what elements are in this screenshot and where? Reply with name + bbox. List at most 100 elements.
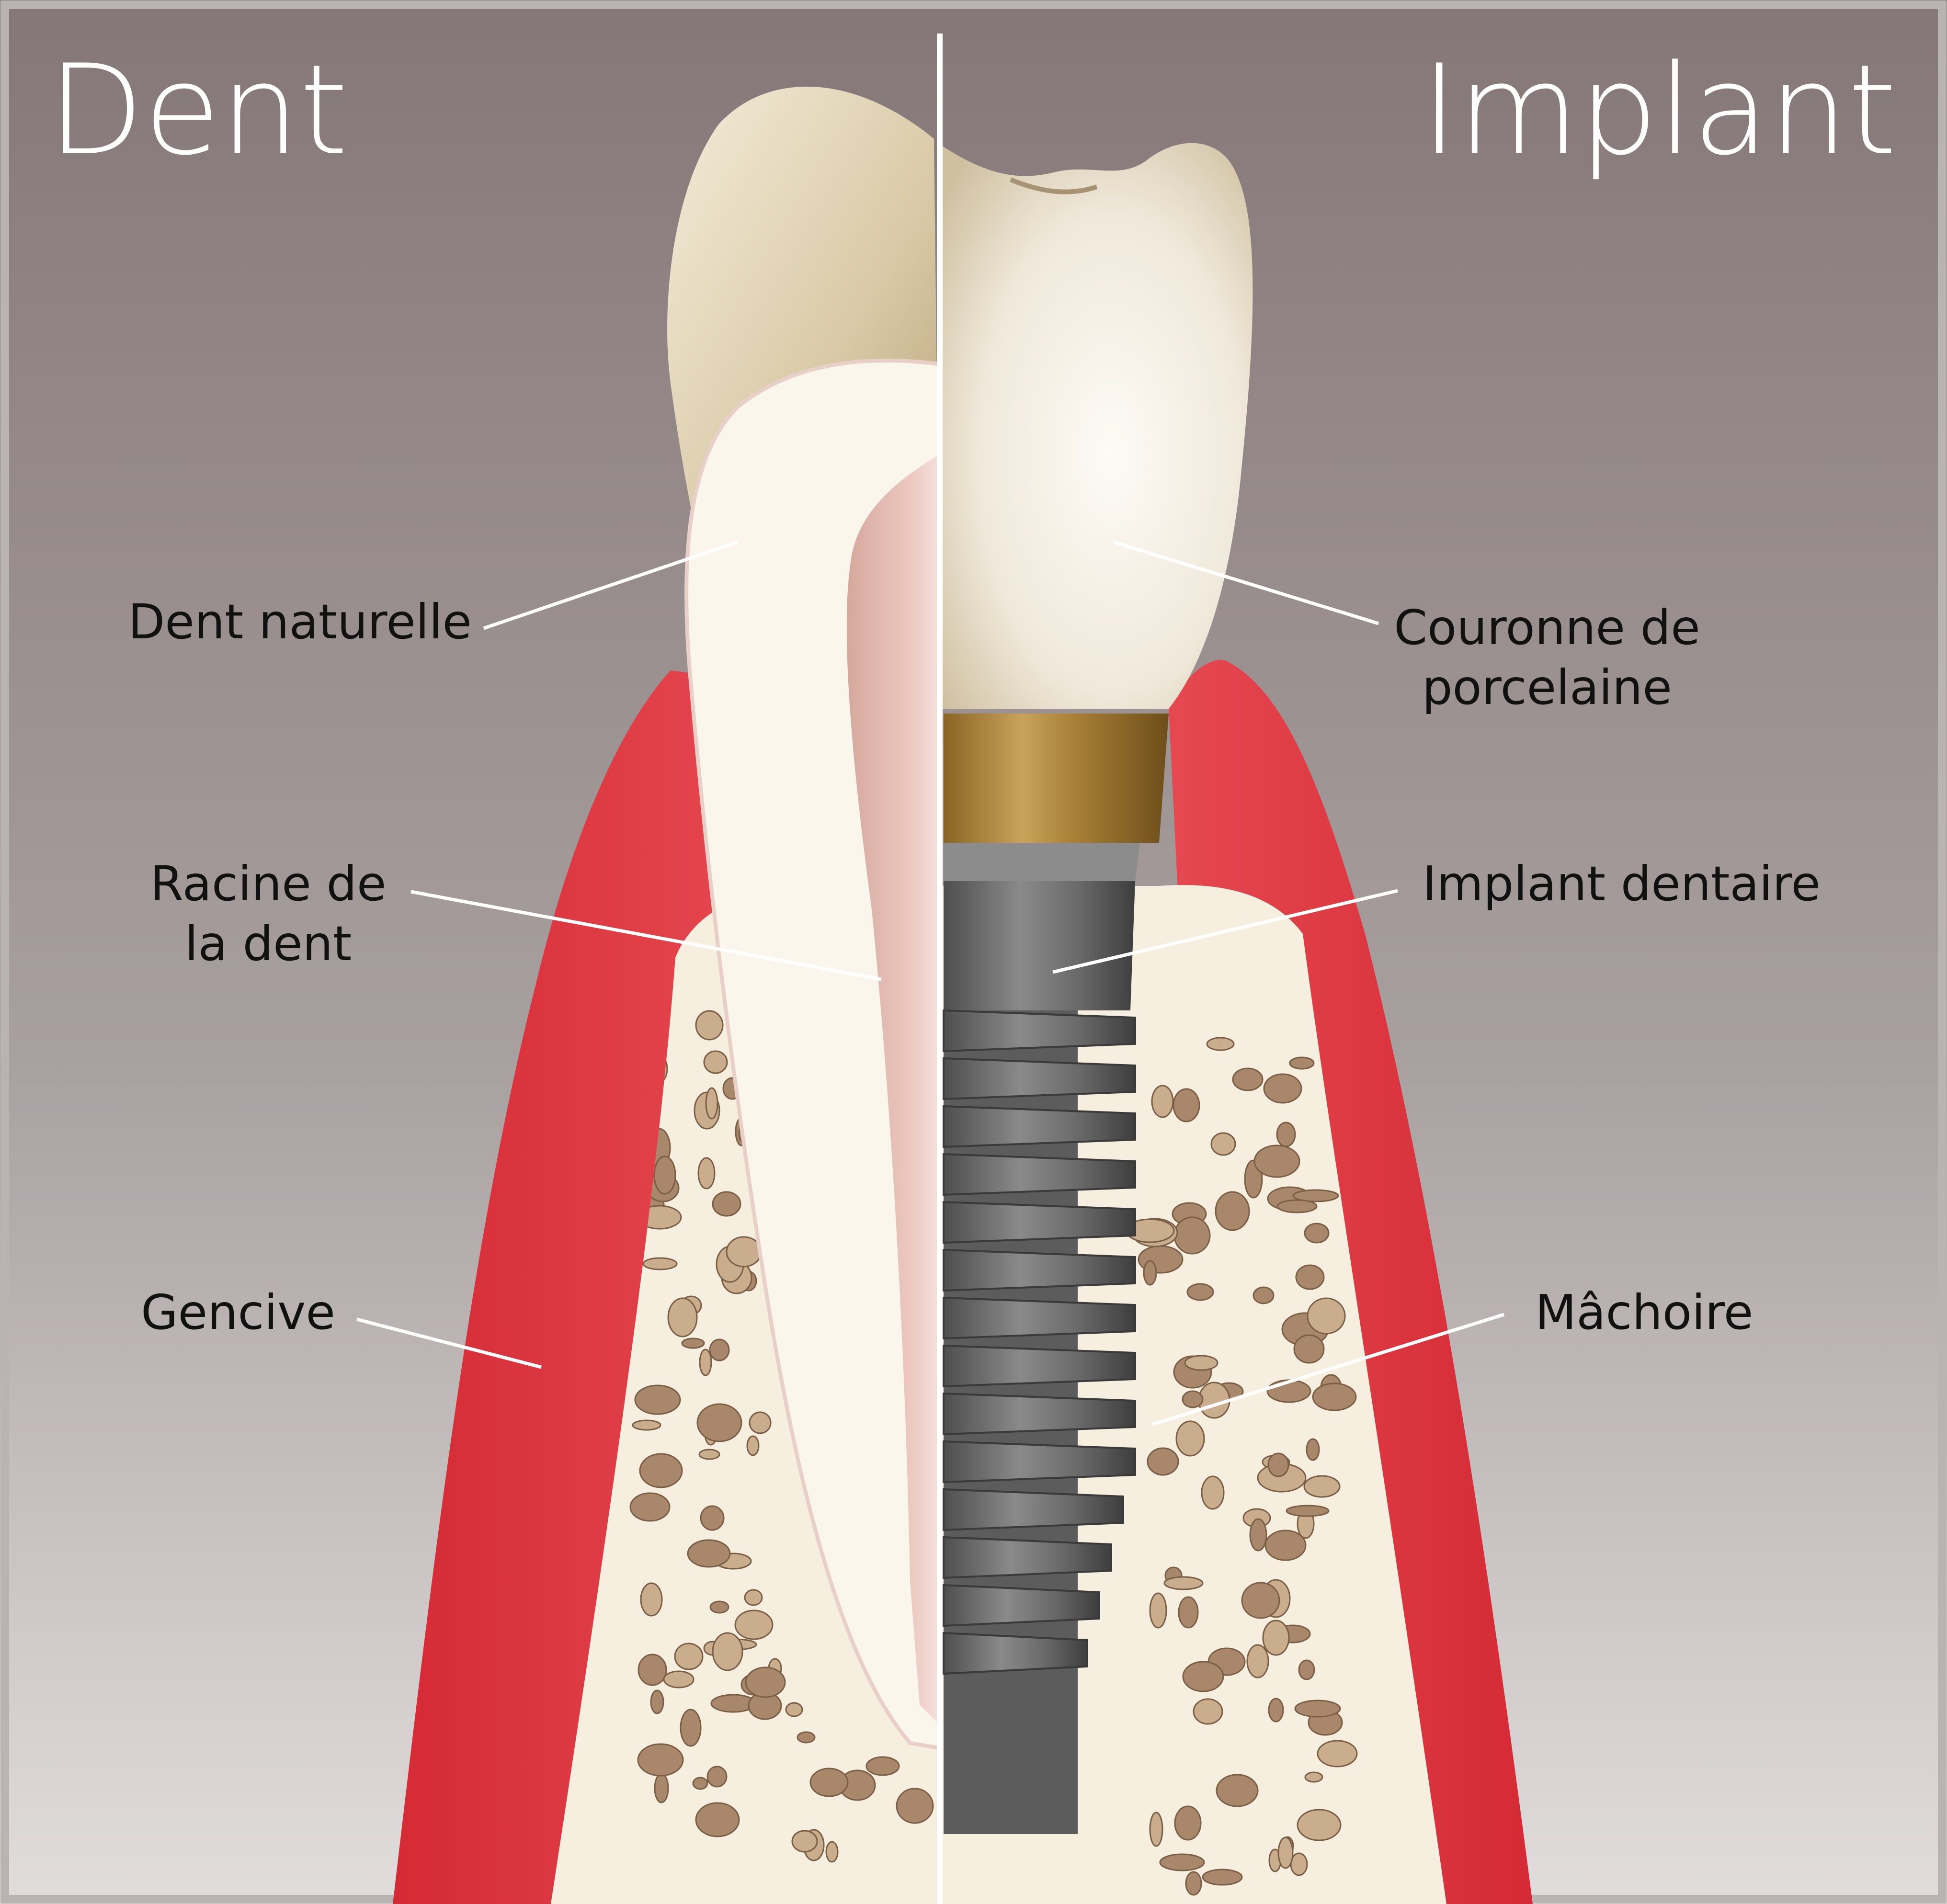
- bone-pore: [1263, 1621, 1289, 1655]
- bone-pore: [1254, 1145, 1299, 1177]
- bone-pore: [633, 1420, 660, 1430]
- bone-pore: [1183, 1662, 1223, 1691]
- bone-pore: [1304, 1476, 1340, 1497]
- implant-thread: [944, 1537, 1111, 1578]
- bone-pore: [698, 1158, 715, 1189]
- bone-pore: [682, 1338, 704, 1348]
- bone-pore: [792, 1831, 817, 1852]
- porcelain-crown: [939, 143, 1252, 709]
- bone-pore: [710, 1339, 729, 1360]
- bone-pore: [696, 1011, 723, 1040]
- bone-pore: [638, 1744, 683, 1776]
- bone-pore: [700, 1349, 711, 1375]
- bone-pore: [1187, 1284, 1213, 1300]
- bone-pore: [1298, 1810, 1341, 1840]
- bone-pore: [1150, 1593, 1166, 1628]
- implant-thread: [944, 1489, 1123, 1530]
- implant-thread: [944, 1298, 1135, 1338]
- bone-pore: [1176, 1421, 1204, 1456]
- bone-pore: [635, 1385, 680, 1414]
- bone-pore: [735, 1610, 773, 1639]
- bone-pore: [630, 1493, 670, 1521]
- bone-pore: [638, 1655, 666, 1685]
- bone-pore: [1265, 1530, 1306, 1560]
- bone-pore: [897, 1789, 933, 1823]
- implant-thread: [944, 1154, 1135, 1195]
- bone-pore: [1242, 1583, 1279, 1618]
- implant-thread: [944, 1058, 1135, 1099]
- bone-pore: [1185, 1356, 1218, 1370]
- bone-pore: [1144, 1261, 1156, 1285]
- bone-pore: [1217, 1775, 1258, 1806]
- bone-pore: [1296, 1265, 1324, 1289]
- bone-pore: [675, 1643, 703, 1669]
- bone-pore: [1291, 1853, 1307, 1875]
- bone-pore: [1307, 1439, 1319, 1460]
- bone-pore: [797, 1732, 815, 1743]
- bone-pore: [1268, 1453, 1288, 1476]
- bone-pore: [681, 1710, 701, 1746]
- bone-pore: [1152, 1086, 1173, 1117]
- bone-pore: [696, 1803, 739, 1836]
- bone-pore: [1207, 1038, 1234, 1050]
- implant-thread: [944, 1010, 1135, 1051]
- bone-pore: [1253, 1287, 1274, 1303]
- implant-neck: [944, 881, 1135, 1010]
- bone-pore: [713, 1192, 740, 1216]
- bone-pore: [1277, 1122, 1295, 1146]
- implant-thread: [944, 1441, 1135, 1482]
- bone-pore: [786, 1703, 802, 1716]
- bone-pore: [1290, 1057, 1314, 1069]
- abutment-collar: [944, 843, 1140, 881]
- implant-thread: [944, 1394, 1135, 1434]
- left-title: Dent: [48, 38, 348, 183]
- right-title: Implant: [1421, 38, 1897, 183]
- bone-pore: [699, 1450, 719, 1459]
- implant-thread: [944, 1106, 1135, 1147]
- implant-thread: [944, 1346, 1135, 1386]
- bone-pore: [747, 1436, 759, 1455]
- bone-pore: [1287, 1506, 1329, 1516]
- bone-pore: [1202, 1476, 1224, 1509]
- bone-pore: [701, 1506, 724, 1530]
- gold-abutment: [944, 714, 1169, 843]
- bone-pore: [1175, 1806, 1201, 1840]
- bone-pore: [697, 1404, 741, 1441]
- bone-pore: [866, 1757, 899, 1775]
- bone-pore: [750, 1412, 771, 1433]
- bone-pore: [641, 1583, 662, 1616]
- bone-pore: [643, 1258, 677, 1269]
- label-machoire: Mâchoire: [1535, 1284, 1753, 1340]
- bone-pore: [1269, 1699, 1283, 1722]
- bone-pore: [707, 1767, 727, 1787]
- bone-pore: [1160, 1854, 1204, 1870]
- bone-pore: [810, 1768, 848, 1796]
- bone-pore: [1308, 1298, 1345, 1334]
- bone-pore: [1194, 1699, 1222, 1724]
- implant-thread: [944, 1585, 1099, 1626]
- bone-pore: [1278, 1837, 1293, 1868]
- bone-pore: [1250, 1519, 1266, 1551]
- bone-pore: [688, 1540, 730, 1567]
- label-implant-dentaire: Implant dentaire: [1423, 856, 1821, 912]
- bone-pore: [1247, 1645, 1268, 1677]
- bone-pore: [706, 1088, 717, 1119]
- bone-pore: [1233, 1068, 1263, 1090]
- implant-thread: [944, 1202, 1135, 1243]
- bone-pore: [1150, 1813, 1162, 1846]
- bone-pore: [1211, 1133, 1235, 1155]
- bone-pore: [693, 1778, 707, 1789]
- bone-pore: [745, 1590, 762, 1605]
- bone-pore: [1295, 1700, 1340, 1717]
- bone-pore: [1305, 1772, 1322, 1782]
- bone-pore: [654, 1156, 675, 1194]
- bone-pore: [1148, 1448, 1178, 1475]
- bone-pore: [1277, 1200, 1317, 1213]
- bone-pore: [704, 1051, 727, 1073]
- bone-pore: [1164, 1577, 1203, 1589]
- bone-pore: [1305, 1224, 1329, 1243]
- bone-pore: [1174, 1217, 1210, 1254]
- bone-pore: [1183, 1391, 1203, 1407]
- bone-pore: [710, 1601, 729, 1613]
